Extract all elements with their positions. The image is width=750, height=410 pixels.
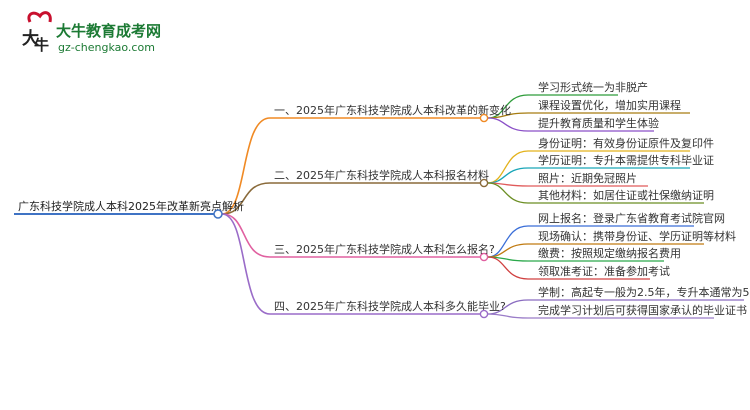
leaf-label: 学习形式统一为非脱产 xyxy=(538,80,648,94)
leaf-label: 领取准考证：准备参加考试 xyxy=(538,264,670,278)
leaf-label: 身份证明：有效身份证原件及复印件 xyxy=(538,136,714,150)
leaf-node[interactable]: 现场确认：携带身份证、学历证明等材料 xyxy=(528,229,736,245)
leaf-node[interactable]: 提升教育质量和学生体验 xyxy=(528,116,659,132)
leaf-node[interactable]: 学习形式统一为非脱产 xyxy=(528,80,648,96)
leaf-label: 完成学习计划后可获得国家承认的毕业证书 xyxy=(538,303,747,317)
branch-node-2[interactable]: 二、2025年广东科技学院成人本科报名材料 xyxy=(270,168,489,188)
branch-label: 四、2025年广东科技学院成人本科多久能毕业? xyxy=(274,299,506,313)
leaf-node[interactable]: 身份证明：有效身份证原件及复印件 xyxy=(528,136,714,152)
svg-text:大: 大 xyxy=(22,28,39,49)
branch-node-3[interactable]: 三、2025年广东科技学院成人本科怎么报名? xyxy=(270,242,495,262)
leaf-label: 其他材料：如居住证或社保缴纳证明 xyxy=(538,188,714,202)
leaf-label: 现场确认：携带身份证、学历证明等材料 xyxy=(538,229,736,243)
root-label: 广东科技学院成人本科2025年改革新亮点解析 xyxy=(18,199,244,213)
root-node[interactable]: 广东科技学院成人本科2025年改革新亮点解析 xyxy=(14,199,244,219)
leaf-node[interactable]: 照片：近期免冠照片 xyxy=(528,171,648,187)
branch-node-4[interactable]: 四、2025年广东科技学院成人本科多久能毕业? xyxy=(270,299,506,319)
branch-connector xyxy=(221,213,271,258)
leaf-node[interactable]: 学历证明：专升本需提供专科毕业证 xyxy=(528,153,714,169)
leaf-node[interactable]: 缴费：按照规定缴纳报名费用 xyxy=(528,246,681,262)
branch-label: 二、2025年广东科技学院成人本科报名材料 xyxy=(274,168,489,182)
leaf-connector xyxy=(487,117,529,132)
branch-node-dot xyxy=(479,178,489,188)
leaf-connector xyxy=(487,167,529,184)
leaf-label: 照片：近期免冠照片 xyxy=(538,171,637,185)
logo-title: 大牛教育成考网 xyxy=(56,22,161,40)
leaf-node[interactable]: 领取准考证：准备参加考试 xyxy=(528,264,670,280)
leaf-node[interactable]: 其他材料：如居住证或社保缴纳证明 xyxy=(528,188,714,204)
branch-label: 三、2025年广东科技学院成人本科怎么报名? xyxy=(274,242,495,256)
leaf-node[interactable]: 课程设置优化，增加实用课程 xyxy=(528,98,690,114)
svg-text:牛: 牛 xyxy=(34,36,49,54)
leaf-connector xyxy=(487,313,529,319)
leaf-label: 学制：高起专一般为2.5年，专升本通常为5年 xyxy=(538,285,750,299)
leaf-label: 缴费：按照规定缴纳报名费用 xyxy=(538,246,681,260)
logo-url: gz-chengkao.com xyxy=(58,41,155,54)
leaf-connector xyxy=(487,150,529,184)
leaf-node[interactable]: 网上报名：登录广东省教育考试院官网 xyxy=(528,211,725,227)
leaf-label: 网上报名：登录广东省教育考试院官网 xyxy=(538,211,725,225)
branch-connector xyxy=(221,182,271,215)
leaf-connector xyxy=(487,256,529,280)
leaf-node[interactable]: 学制：高起专一般为2.5年，专升本通常为5年 xyxy=(528,285,750,301)
leaf-label: 学历证明：专升本需提供专科毕业证 xyxy=(538,153,714,167)
branch-label: 一、2025年广东科技学院成人本科改革的新变化 xyxy=(274,103,511,117)
leaf-label: 提升教育质量和学生体验 xyxy=(538,116,659,130)
bull-logo-icon: 大 牛 xyxy=(22,11,52,54)
root-node-dot xyxy=(213,209,223,219)
leaf-node[interactable]: 完成学习计划后可获得国家承认的毕业证书 xyxy=(528,303,747,319)
branch-node-dot xyxy=(479,113,489,123)
leaf-label: 课程设置优化，增加实用课程 xyxy=(538,98,681,112)
branch-node-1[interactable]: 一、2025年广东科技学院成人本科改革的新变化 xyxy=(270,103,511,123)
branch-connector xyxy=(221,117,271,215)
branch-node-dot xyxy=(479,309,489,319)
branch-connector xyxy=(221,213,271,315)
site-logo[interactable]: 大 牛 大牛教育成考网 gz-chengkao.com xyxy=(22,11,161,54)
leaf-connector xyxy=(487,182,529,204)
connector-lines xyxy=(221,94,529,319)
branch-node-dot xyxy=(479,252,489,262)
